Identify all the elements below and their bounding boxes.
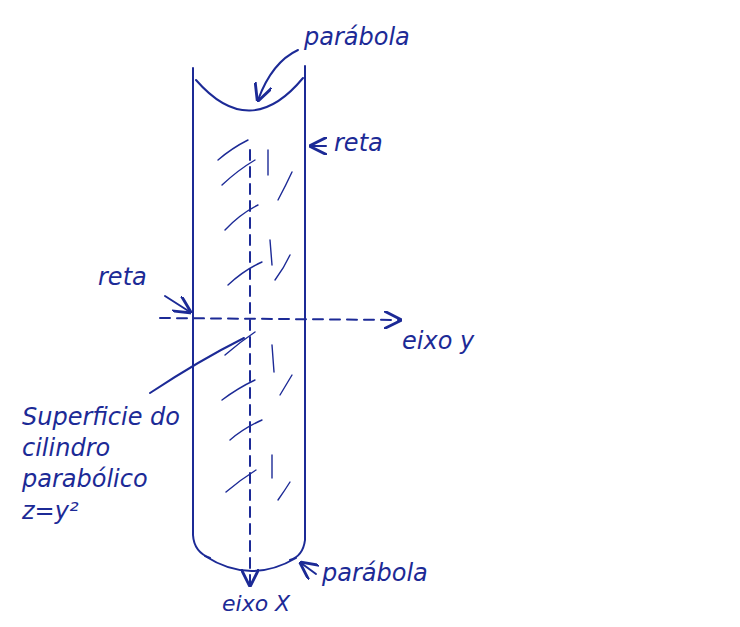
- leader-line: [150, 338, 244, 393]
- part-label: parábola: [304, 22, 410, 53]
- surface-label: Superficie do cilindro parabólico z=y²: [22, 402, 182, 527]
- cylinder-right-line: [290, 66, 305, 560]
- part-label: parábola: [322, 558, 428, 589]
- axis-label: eixo y: [402, 326, 474, 357]
- cylinder-left-line: [193, 68, 210, 558]
- pointer-arrow: [258, 50, 298, 100]
- pointer-arrow: [165, 296, 190, 312]
- part-label: reta: [98, 262, 147, 293]
- pointer-arrow: [311, 145, 326, 147]
- x-axis: [249, 150, 251, 585]
- part-label: reta: [334, 128, 383, 159]
- top-parabola: [196, 78, 303, 111]
- y-axis: [160, 318, 400, 320]
- pointer-arrow: [301, 563, 316, 574]
- axis-label: eixo X: [222, 590, 290, 619]
